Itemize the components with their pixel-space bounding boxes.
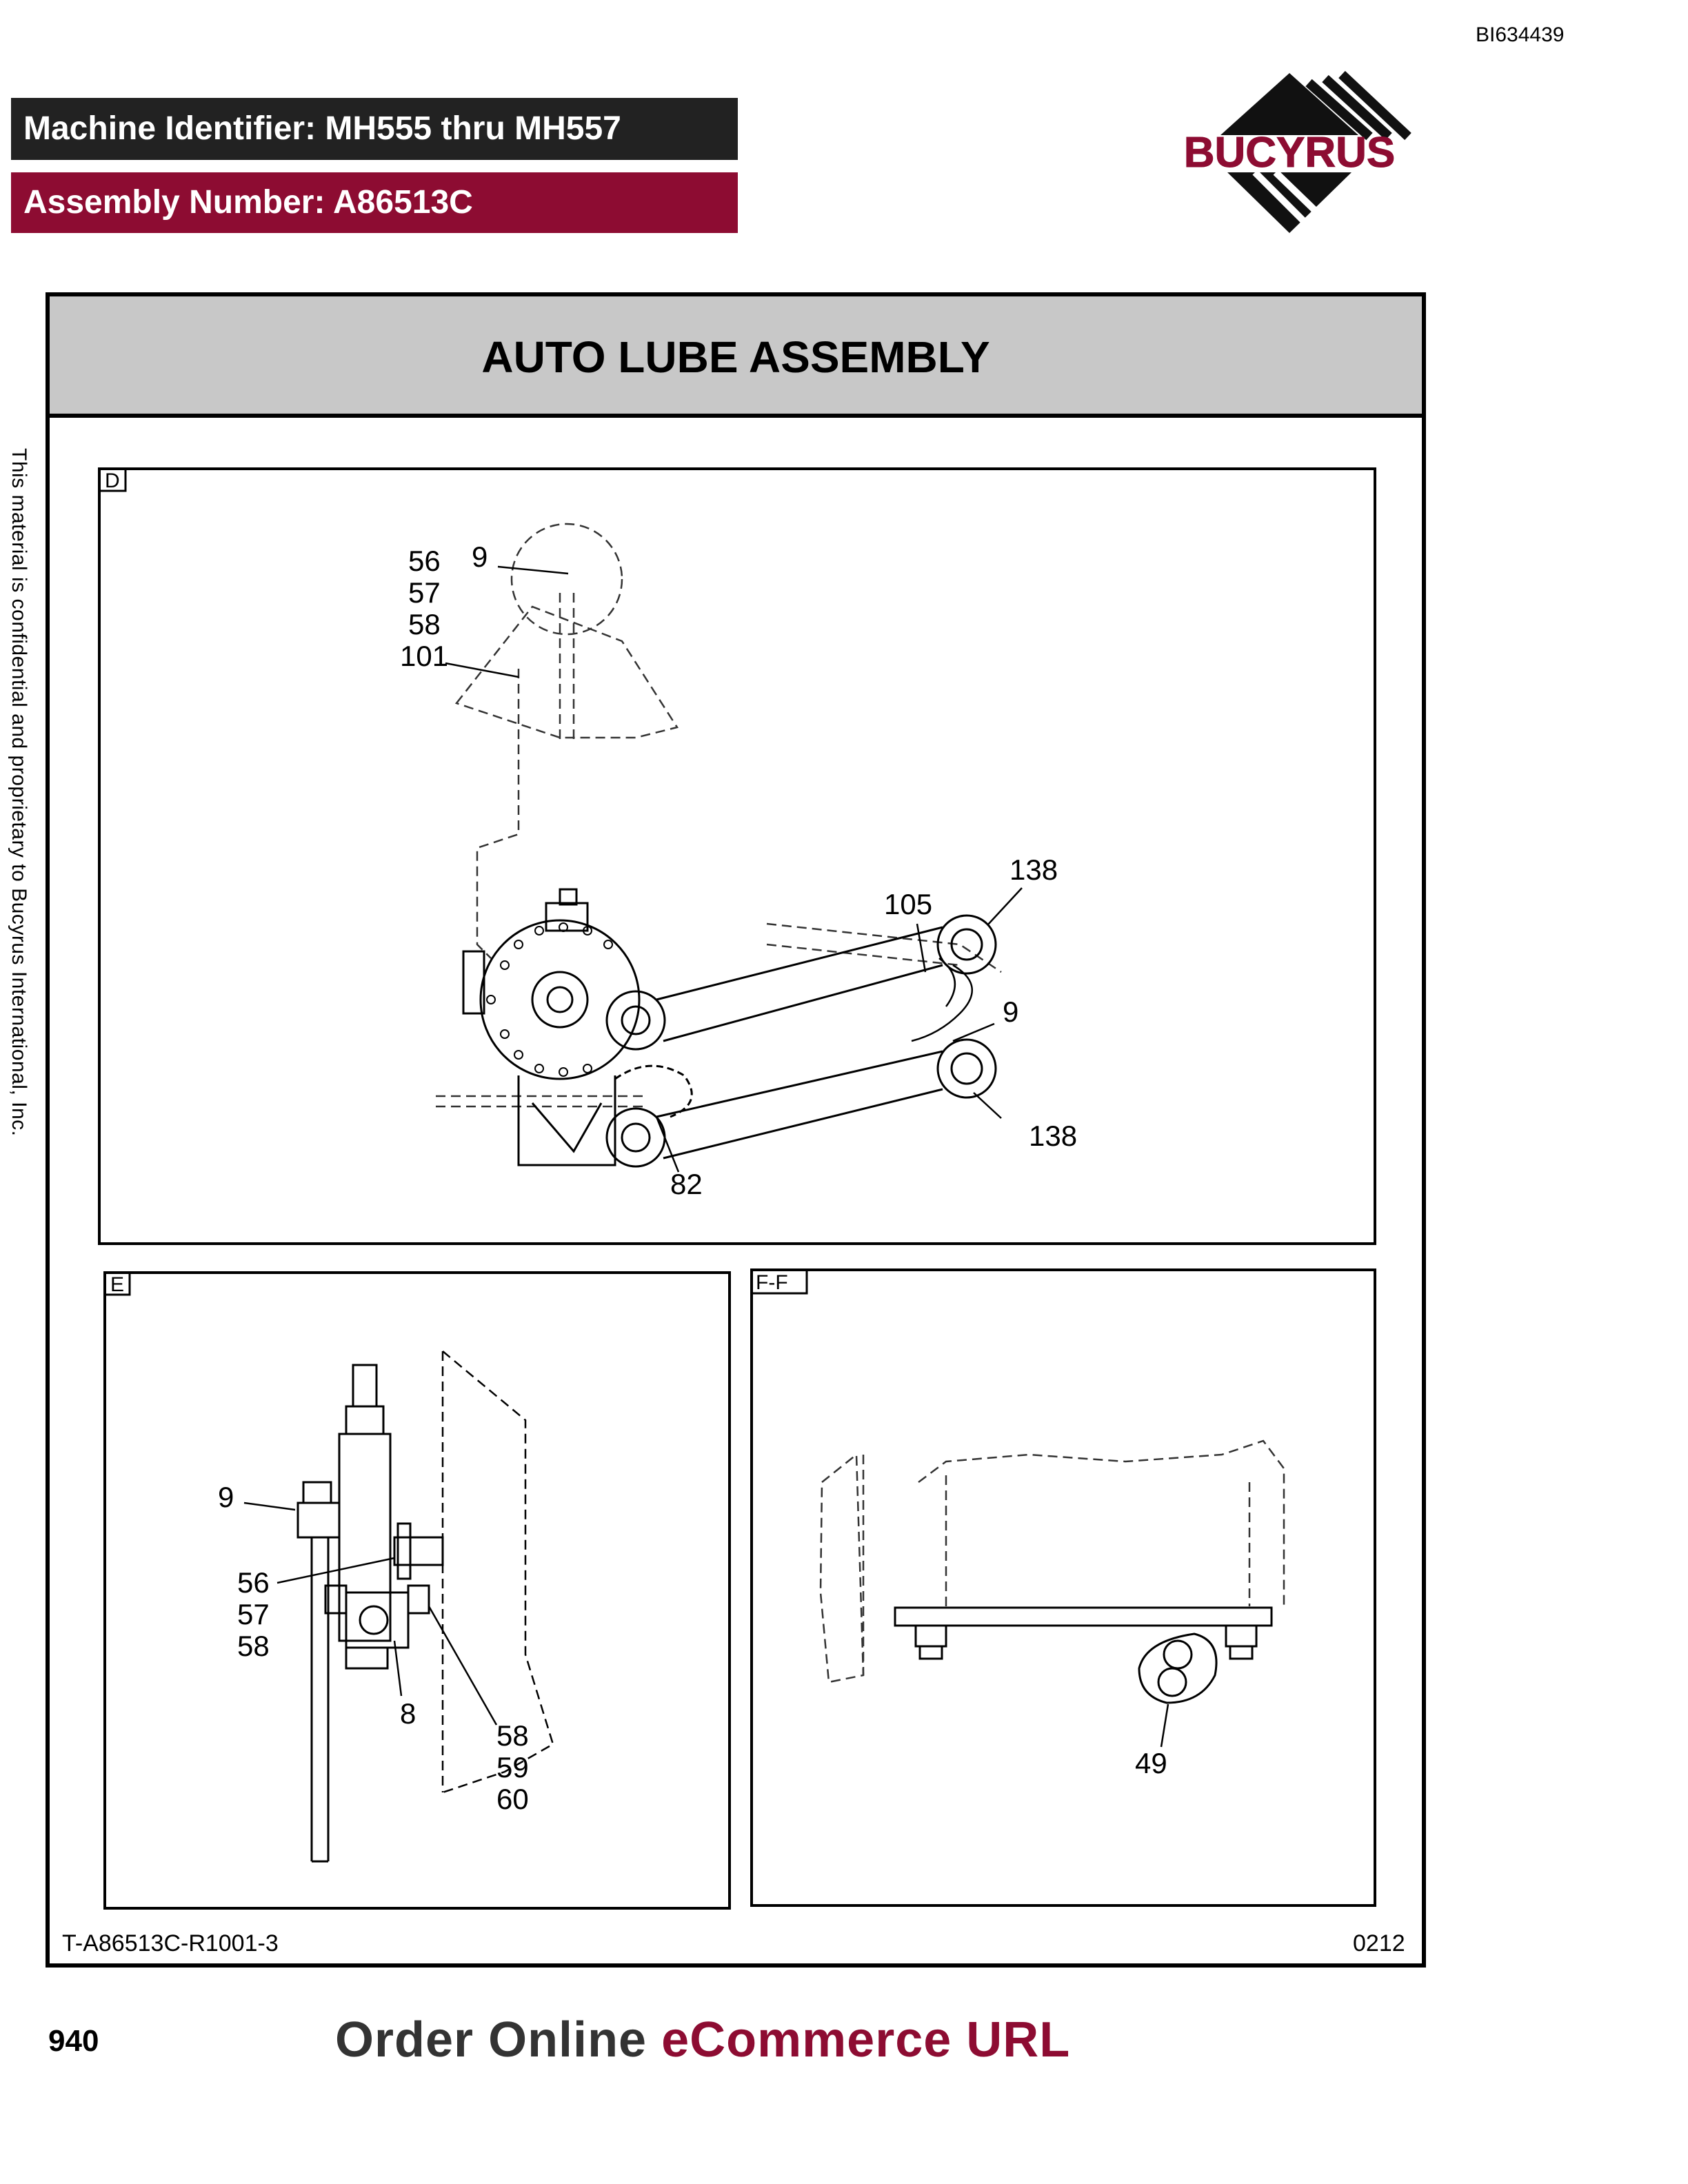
callout-d-138-top: 138	[1009, 853, 1058, 886]
callout-e-58-b: 58	[496, 1719, 529, 1752]
view-ff: F-F 49	[750, 1268, 1376, 1907]
callout-d-57: 57	[408, 576, 441, 609]
callout-e-9: 9	[218, 1481, 234, 1513]
callout-d-9-top: 9	[472, 540, 488, 573]
clamp-bracket	[894, 1606, 1273, 1704]
hub-assembly	[462, 888, 641, 1166]
order-online-line: Order Online eCommerce URL	[335, 2012, 1070, 2068]
view-ff-label: F-F	[756, 1271, 788, 1294]
callout-d-9-mid: 9	[1003, 995, 1018, 1028]
upper-link-arm	[605, 914, 997, 1051]
callout-ff-49: 49	[1135, 1747, 1167, 1779]
callout-d-105: 105	[884, 888, 932, 920]
revision-code: 0212	[1353, 1930, 1405, 1957]
document-id: BI634439	[1476, 23, 1565, 46]
view-d-label: D	[105, 469, 120, 492]
callout-e-56: 56	[237, 1566, 270, 1599]
injector-valve	[297, 1364, 444, 1863]
callout-e-8: 8	[400, 1697, 416, 1730]
machine-identifier-bar: Machine Identifier: MH555 thru MH557	[11, 98, 738, 160]
callout-e-58: 58	[237, 1630, 270, 1662]
callout-d-58: 58	[408, 608, 441, 640]
callout-e-59: 59	[496, 1751, 529, 1783]
view-e-label: E	[110, 1273, 124, 1296]
view-e: E 9 56 57	[103, 1271, 731, 1910]
page-number: 940	[48, 2024, 99, 2058]
callout-d-82: 82	[670, 1168, 703, 1200]
callout-d-101: 101	[400, 640, 448, 672]
confidentiality-note: This material is confidential and propri…	[8, 448, 30, 1137]
view-d: D	[98, 467, 1376, 1245]
callout-e-57: 57	[237, 1598, 270, 1630]
order-online-text: Order Online	[335, 2012, 662, 2067]
callout-e-60: 60	[496, 1783, 529, 1815]
page-title: AUTO LUBE ASSEMBLY	[50, 296, 1422, 418]
callout-d-56: 56	[408, 545, 441, 577]
drawing-frame	[46, 292, 1426, 1968]
technical-drawing: D	[98, 467, 1376, 1910]
lower-link-arm	[605, 1038, 997, 1168]
callout-d-138-bottom: 138	[1029, 1120, 1077, 1152]
drawing-number: T-A86513C-R1001-3	[62, 1930, 279, 1957]
ecommerce-url-link[interactable]: eCommerce URL	[661, 2012, 1071, 2067]
bucyrus-triangle-logo-icon: BUCYRUS	[1183, 70, 1411, 233]
logo-text: BUCYRUS	[1184, 129, 1396, 176]
assembly-number-bar: Assembly Number: A86513C	[11, 172, 738, 233]
